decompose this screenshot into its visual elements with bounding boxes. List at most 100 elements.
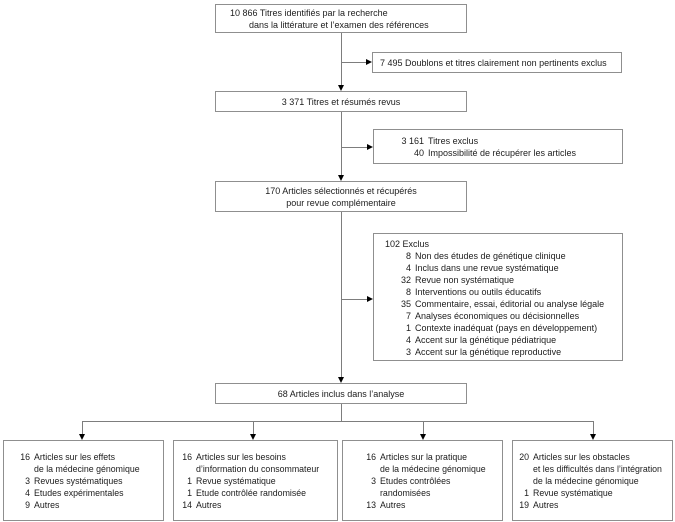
row-count [363, 487, 376, 499]
row-label: Commentaire, essai, éditorial ou analyse… [415, 299, 605, 309]
row-label: Autres [196, 500, 222, 510]
flow-drop-information-needs [253, 421, 254, 434]
box-text-line: 170 Articles sélectionnés et récupérés [265, 185, 417, 196]
flow-line-to-titles-excluded [341, 147, 367, 148]
box-duplicates-excluded: 7 495 Doublons et titres clairement non … [372, 52, 622, 73]
excluded-row: 7 Analyses économiques ou décisionnelles [385, 310, 622, 322]
box-titles-excluded: 3 161 Titres exclus 40 Impossibilité de … [373, 129, 623, 164]
box-titles-screened: 3 371 Titres et résumés revus [215, 91, 467, 112]
row-count: 3 161 [401, 136, 424, 146]
row-count: 13 [366, 500, 376, 510]
category-row: 13 Autres [363, 499, 502, 511]
category-row: 4 Etudes expérimentales [17, 487, 163, 499]
row-count: 19 [519, 500, 529, 510]
row-label: et les difficultés dans l’intégration [533, 464, 662, 474]
box-titles-identified: 10 866 Titres identifiés par la recherch… [215, 4, 467, 33]
category-row: randomisées [363, 487, 502, 499]
category-row: 16 Articles sur les besoins [179, 451, 337, 463]
category-row: 3 Etudes contrôlées [363, 475, 502, 487]
excluded-row: 4 Inclus dans une revue systématique [385, 262, 622, 274]
row-count [363, 463, 376, 475]
arrow-right-icon [366, 59, 372, 65]
row-count [516, 475, 529, 487]
category-row: 1 Etude contrôlée randomisée [179, 487, 337, 499]
row-count: 8 [405, 251, 411, 261]
row-count: 35 [400, 299, 411, 309]
row-label: de la médecine génomique [34, 464, 140, 474]
box-text-line: pour revue complémentaire [286, 197, 396, 208]
row-label: de la médecine génomique [533, 476, 639, 486]
flow-line-to-duplicates-excluded [341, 62, 366, 63]
box-category-information-needs: 16 Articles sur les besoins d’informatio… [173, 440, 338, 521]
row-count: 9 [25, 500, 30, 510]
row-label: Articles sur les effets [34, 452, 115, 462]
box-category-obstacles: 20 Articles sur les obstacles et les dif… [512, 440, 673, 521]
category-row: 9 Autres [17, 499, 163, 511]
row-count: 3 [25, 476, 30, 486]
flow-line-to-articles-excluded [341, 299, 367, 300]
arrow-down-icon [79, 434, 85, 440]
row-count: 16 [182, 452, 192, 462]
arrow-down-icon [250, 434, 256, 440]
row-count: 4 [405, 335, 411, 345]
row-label: Interventions ou outils éducatifs [415, 287, 542, 297]
excluded-row: 4 Accent sur la génétique pédiatrique [385, 334, 622, 346]
category-row: d’information du consommateur [179, 463, 337, 475]
category-row: 16 Articles sur les effets [17, 451, 163, 463]
row-count: 1 [405, 323, 411, 333]
row-label: Revues systématiques [34, 476, 123, 486]
category-row: de la médecine génomique [363, 463, 502, 475]
row-count [179, 463, 192, 475]
row-count [516, 463, 529, 475]
arrow-right-icon [367, 144, 373, 150]
box-text-line: 7 495 Doublons et titres clairement non … [380, 57, 607, 68]
category-row: 19 Autres [516, 499, 672, 511]
row-label: Articles sur les obstacles [533, 452, 630, 462]
excluded-row: 32 Revue non systématique [385, 274, 622, 286]
row-count: 16 [20, 452, 30, 462]
row-label: Articles sur la pratique [380, 452, 468, 462]
flow-drop-practice [423, 421, 424, 434]
excluded-row: 8 Non des études de génétique clinique [385, 250, 622, 262]
row-count: 7 [405, 311, 411, 321]
row-label: de la médecine génomique [380, 464, 486, 474]
row-label: Etudes contrôlées [380, 476, 451, 486]
excluded-row: 3 Accent sur la génétique reproductive [385, 346, 622, 358]
flow-drop-effects [82, 421, 83, 434]
row-label: Inclus dans une revue systématique [415, 263, 559, 273]
row-count: 4 [25, 488, 30, 498]
excluded-row: 1 Contexte inadéquat (pays en développem… [385, 322, 622, 334]
row-label: Non des études de génétique clinique [415, 251, 566, 261]
arrow-down-icon [338, 175, 344, 181]
row-label: d’information du consommateur [196, 464, 320, 474]
row-label: randomisées [380, 488, 431, 498]
arrow-down-icon [420, 434, 426, 440]
row-label: Autres [34, 500, 60, 510]
row-count: 8 [405, 287, 411, 297]
row-count: 1 [187, 476, 192, 486]
flow-line-identified-to-screened [341, 33, 342, 85]
excluded-title: 102 Exclus [385, 239, 430, 249]
row-label: Analyses économiques ou décisionnelles [415, 311, 580, 321]
category-row: 3 Revues systématiques [17, 475, 163, 487]
box-text-line: 68 Articles inclus dans l’analyse [277, 388, 405, 399]
row-count: 40 [413, 148, 424, 158]
box-text-line: dans la littérature et l’examen des réfé… [249, 20, 429, 30]
row-count: 3 [405, 347, 411, 357]
excluded-row: 3 161 Titres exclus [399, 135, 622, 147]
arrow-down-icon [338, 377, 344, 383]
box-articles-excluded: 102 Exclus 8 Non des études de génétique… [373, 233, 623, 361]
row-count: 14 [182, 500, 192, 510]
flow-line-screened-to-retrieved [341, 112, 342, 175]
excluded-row: 35 Commentaire, essai, éditorial ou anal… [385, 298, 622, 310]
flow-drop-obstacles [593, 421, 594, 434]
category-row: de la médecine génomique [516, 475, 672, 487]
row-label: Autres [533, 500, 559, 510]
row-count: 1 [187, 488, 192, 498]
category-row: 1 Revue systématique [179, 475, 337, 487]
row-count: 32 [400, 275, 411, 285]
row-label: Accent sur la génétique reproductive [415, 347, 562, 357]
row-count: 4 [405, 263, 411, 273]
row-count: 20 [519, 452, 529, 462]
